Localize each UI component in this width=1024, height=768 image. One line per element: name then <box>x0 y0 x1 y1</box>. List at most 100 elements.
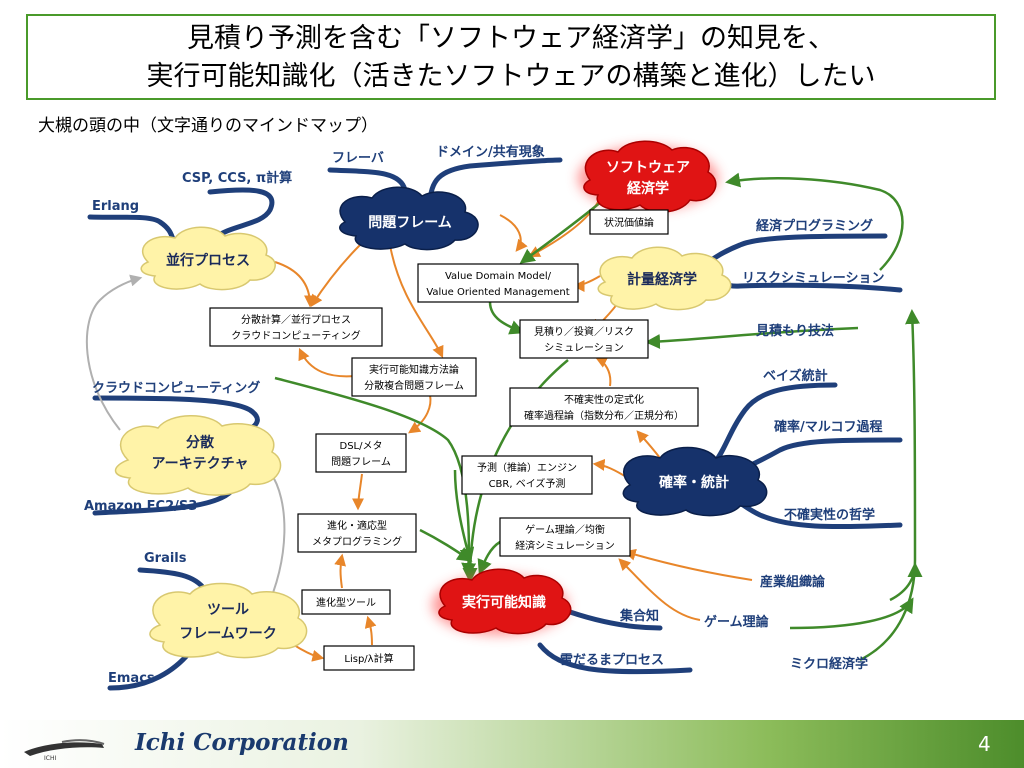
box-dsl-meta-line1: DSL/メタ <box>340 440 383 452</box>
box-situation-value[interactable]: 状況価値論 <box>589 209 669 235</box>
cloud-metric-economics-label: 計量経済学 <box>627 271 697 288</box>
arrow-micro-to-industrial <box>889 562 923 602</box>
subtitle: 大槻の頭の中（文字通りのマインドマップ） <box>38 116 378 136</box>
box-exec-method[interactable]: 実行可能知識方法論 分散複合問題フレーム <box>351 357 477 397</box>
arrow-uncertain-to-estimate <box>594 356 612 387</box>
box-uncertainty-formalization-line1: 不確実性の定式化 <box>564 393 644 406</box>
logo-text: ICHI <box>44 755 57 762</box>
arrow-evotool-to-evolve <box>334 553 347 589</box>
cloud-tool-framework-line2: フレームワーク <box>179 626 277 642</box>
arrow-micro-up <box>859 309 921 662</box>
label-estimation: 見積もり技法 <box>755 323 834 339</box>
arrow-estimation-to-estimate <box>645 326 859 350</box>
footer-bar <box>0 720 1024 768</box>
arrow-predict-to-executable <box>453 469 475 563</box>
cloud-software-economics-line1: ソフトウェア <box>606 160 690 176</box>
box-distributed-calc-line2: クラウドコンピューティング <box>231 329 360 342</box>
box-game-theory-line2: 経済シミュレーション <box>515 539 615 552</box>
box-distributed-calc-line1: 分散計算／並行プロセス <box>241 313 351 326</box>
box-evolutionary-tool-label: 進化型ツール <box>316 596 376 609</box>
branch-cloud <box>92 395 260 433</box>
box-exec-method-line2: 分散複合問題フレーム <box>364 379 464 392</box>
arrow-industrial-to-game <box>623 548 753 581</box>
box-prediction-engine-line2: CBR, ベイズ予測 <box>489 477 566 490</box>
label-industrial: 産業組織論 <box>760 574 826 590</box>
arrow-prob-to-uncertain <box>636 430 661 459</box>
box-situation-value-label: 状況価値論 <box>604 216 654 229</box>
cloud-probability-statistics[interactable]: 確率・統計 <box>622 446 768 517</box>
arrow-distarch-to-executable <box>274 376 477 578</box>
box-uncertainty-formalization[interactable]: 不確実性の定式化 確率過程論（指数分布／正規分布） <box>509 387 699 427</box>
mind-map: ソフトウェア 経済学 問題フレーム 並行プロセス 計量経済学 分散 アーキテクチ… <box>84 140 923 691</box>
branch-econ-prog <box>692 233 888 275</box>
cloud-software-economics-line2: 経済学 <box>627 180 669 197</box>
label-collective: 集合知 <box>619 608 659 624</box>
label-grails: Grails <box>144 551 187 566</box>
box-estimate-investment[interactable]: 見積り／投資／リスク シミュレーション <box>519 319 649 359</box>
box-prediction-engine-line1: 予測（推論）エンジン <box>477 461 577 474</box>
branch-csp <box>207 187 275 241</box>
box-value-model-line2: Value Oriented Management <box>426 287 569 298</box>
branch-markov <box>732 437 903 475</box>
box-prediction-engine[interactable]: 予測（推論）エンジン CBR, ベイズ予測 <box>461 455 593 495</box>
label-flavor: フレーバ <box>332 151 384 166</box>
label-econ-programming: 経済プログラミング <box>756 218 873 234</box>
box-lisp-lambda[interactable]: Lisp/λ計算 <box>323 645 415 671</box>
arrow-lisp-to-evotool <box>364 615 377 646</box>
company-logo-icon <box>24 739 105 756</box>
arrow-problem-to-distcalc <box>310 244 361 308</box>
cloud-distributed-architecture-line2: アーキテクチャ <box>151 456 248 472</box>
box-estimate-investment-line2: シミュレーション <box>544 343 624 354</box>
cloud-executable-knowledge-label: 実行可能知識 <box>462 594 546 611</box>
cloud-distributed-architecture[interactable]: 分散 アーキテクチャ <box>114 415 282 496</box>
box-value-model[interactable]: Value Domain Model/ Value Oriented Manag… <box>417 263 579 303</box>
label-risk-simulation: リスクシミュレーション <box>742 271 884 286</box>
box-evolutionary-metaprogramming[interactable]: 進化・適応型 メタプログラミング <box>297 513 417 553</box>
label-uncertainty-philosophy: 不確実性の哲学 <box>784 507 875 523</box>
box-lisp-lambda-label: Lisp/λ計算 <box>344 652 393 665</box>
cloud-problem-frame[interactable]: 問題フレーム <box>339 186 479 251</box>
box-game-theory-line1: ゲーム理論／均衡 <box>525 523 605 536</box>
label-micro: ミクロ経済学 <box>790 656 868 672</box>
arrow-estimate-to-executable <box>462 359 569 583</box>
cloud-distributed-architecture-line1: 分散 <box>186 434 215 451</box>
cloud-tool-framework-line1: ツール <box>207 602 249 618</box>
label-amazon: Amazon EC2/S3 <box>84 499 197 514</box>
box-game-theory[interactable]: ゲーム理論／均衡 経済シミュレーション <box>499 517 631 557</box>
box-value-model-line1: Value Domain Model/ <box>445 271 552 282</box>
arrow-problem-to-valuemodel <box>499 214 528 252</box>
company-name: Ichi Corporation <box>135 729 349 756</box>
cloud-problem-frame-label: 問題フレーム <box>368 215 452 231</box>
cloud-metric-economics[interactable]: 計量経済学 <box>597 246 732 311</box>
cloud-tool-framework[interactable]: ツール フレームワーク <box>149 582 308 659</box>
box-dsl-meta[interactable]: DSL/メタ 問題フレーム <box>315 433 407 473</box>
arrow-metric-to-valuemodel <box>572 275 601 292</box>
cloud-parallel-process[interactable]: 並行プロセス <box>140 226 276 291</box>
branch-snowball <box>537 642 693 675</box>
box-distributed-calc[interactable]: 分散計算／並行プロセス クラウドコンピューティング <box>209 307 383 347</box>
concept-boxes: 状況価値論 Value Domain Model/ Value Oriented… <box>209 209 699 671</box>
box-evolutionary-tool[interactable]: 進化型ツール <box>301 589 391 615</box>
box-evolutionary-metaprogramming-line1: 進化・適応型 <box>327 519 387 532</box>
cloud-executable-knowledge[interactable]: 実行可能知識 <box>432 568 572 635</box>
arrow-problem-to-execmethod <box>389 244 444 359</box>
label-bayes: ベイズ統計 <box>763 368 828 384</box>
title-box: 見積り予測を含む「ソフトウェア経済学」の知見を、 実行可能知識化（活きたソフトウ… <box>26 14 996 100</box>
arrow-risk-to-econ <box>725 172 904 271</box>
arrow-distarch-to-parallel <box>85 274 143 431</box>
page-number: 4 <box>978 732 991 756</box>
branch-collective <box>567 609 663 631</box>
arrow-valuemodel-to-estimate <box>488 301 525 335</box>
box-uncertainty-formalization-line2: 確率過程論（指数分布／正規分布） <box>524 409 684 422</box>
box-estimate-investment-line1: 見積り／投資／リスク <box>534 325 634 338</box>
box-evolutionary-metaprogramming-line2: メタプログラミング <box>312 535 402 548</box>
arrow-dsl-to-evolve <box>352 473 365 511</box>
cloud-software-economics[interactable]: ソフトウェア 経済学 <box>578 140 718 213</box>
arrow-execmethod-to-dsl <box>408 394 432 434</box>
branch-bayes <box>712 382 838 465</box>
title-line-2: 実行可能知識化（活きたソフトウェアの構築と進化）したい <box>146 61 876 92</box>
box-dsl-meta-line2: 問題フレーム <box>331 456 391 468</box>
arrow-parallel-to-distcalc <box>274 261 316 308</box>
title-line-1: 見積り予測を含む「ソフトウェア経済学」の知見を、 <box>187 23 835 54</box>
label-markov: 確率/マルコフ過程 <box>774 419 883 435</box>
